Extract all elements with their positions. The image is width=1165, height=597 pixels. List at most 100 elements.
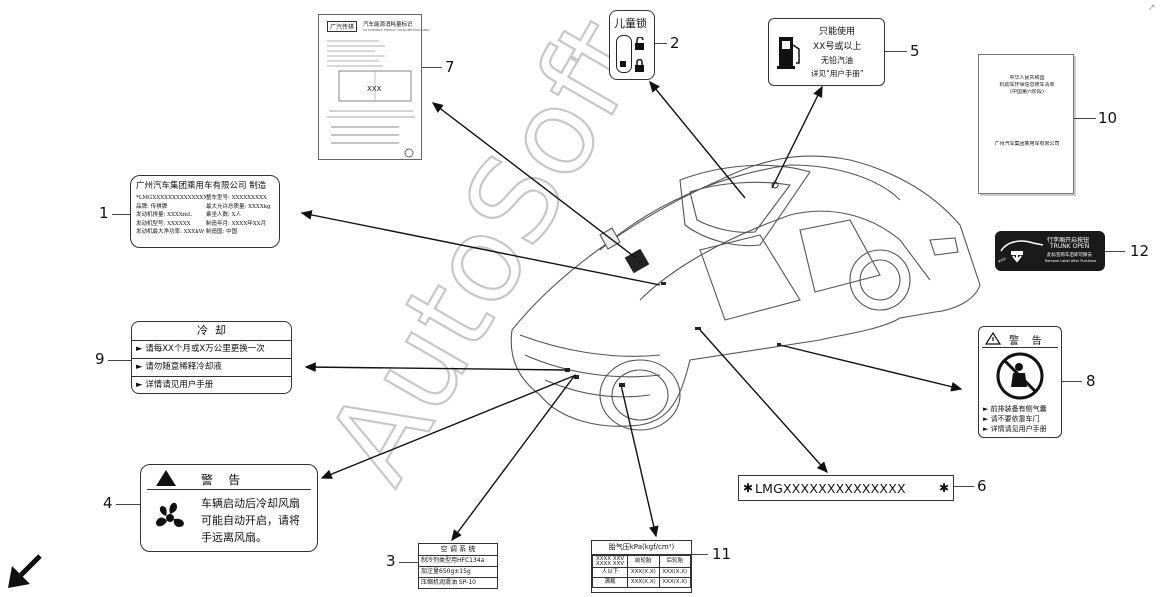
callout-8: 8 xyxy=(1086,372,1096,390)
ac-row-1: 制冷剂类型用HFC134a xyxy=(419,556,497,567)
nameplate-cell-left: 品牌: 传祺牌 xyxy=(136,203,168,210)
no-lean-airbag-icon xyxy=(996,352,1044,400)
callout-3: 3 xyxy=(386,552,396,570)
nameplate-row: 发动机排量: XXXXmL 乘坐人数: X人 xyxy=(136,211,274,220)
energy-label-graphics xyxy=(327,40,415,158)
warning-triangle-icon xyxy=(985,332,1001,345)
tire-title: 胎气压kPa(kgf/cm²) xyxy=(592,541,691,555)
fuel-line-4: 详见“用户手册” xyxy=(811,69,864,78)
lock-icon xyxy=(635,59,644,72)
energy-subtitle: AUTOMOBILE ENERGY CONSUMPTION LABEL xyxy=(363,28,430,32)
nameplate-cell-right: 制造年月: XXXX年XX月 xyxy=(205,220,267,227)
nameplate-row: *LMGXXXXXXXXXXXXXX*整车型号: XXXXXXXXX xyxy=(136,194,274,203)
tire-cell: 人以下 xyxy=(591,567,629,578)
trunk-line-2: TRUNK OPEN xyxy=(1050,243,1090,250)
tire-cell: 满载 xyxy=(591,577,629,588)
airbag-warning-title: 警 告 xyxy=(1009,336,1042,347)
energy-title: 汽车能源消耗量标识 xyxy=(363,22,413,28)
ac-row-3: 压缩机润滑油 SP-10 xyxy=(421,579,477,586)
callout-6: 6 xyxy=(977,477,987,495)
tire-cell: 前轮胎 xyxy=(627,555,660,568)
vin-text: LMGXXXXXXXXXXXXXX xyxy=(755,481,906,496)
label-coolant: 冷 却 ► 请每XX个月或X万公里更换一次 ► 请勿随意稀释冷却液 ► 详情请见… xyxy=(131,321,292,394)
trunk-line-4: Remove Label After Purchase xyxy=(1045,259,1097,263)
nameplate-row: 发动机型号: XXXXXX 制造年月: XXXX年XX月 xyxy=(136,220,274,229)
env-footer: 广州汽车集团乘用车有限公司 xyxy=(994,141,1060,147)
energy-brand: 广汽传祺 xyxy=(327,21,358,32)
svg-text:↗: ↗ xyxy=(1148,3,1156,13)
callout-4: 4 xyxy=(103,494,113,512)
nameplate-cell-right: 最大允许总质量: XXXXkg xyxy=(205,203,271,210)
callout-10: 10 xyxy=(1098,109,1118,127)
nameplate-cell-right: 整车型号: XXXXXXXXX xyxy=(205,195,267,201)
env-line-1: 中华人民共和国 xyxy=(1009,75,1045,81)
tire-cell: XXX(X.X) xyxy=(627,567,660,578)
energy-value: XXX xyxy=(367,85,382,93)
airbag-line-2: ► 请不要依靠车门 xyxy=(983,415,1040,423)
label-energy-consumption: 广汽传祺 汽车能源消耗量标识 AUTOMOBILE ENERGY CONSUMP… xyxy=(318,14,430,160)
callout-11: 11 xyxy=(712,545,732,563)
label-side-airbag-warning: 警 告 ► 前排装备有侧气囊 ► 请不要依靠车门 ► 详情请见用户手册 xyxy=(978,326,1062,438)
unlock-icon xyxy=(635,37,644,50)
fan-warning-line-3: 手远离风扇。 xyxy=(201,531,267,544)
tire-cell: 后轮胎 xyxy=(658,555,692,568)
fan-warning-line-1: 车辆启动后冷却风扇 xyxy=(201,497,300,510)
arrow-down-left-icon xyxy=(8,554,42,588)
callout-9: 9 xyxy=(95,350,105,368)
tire-cell: XXXX XXV XXXX XXV xyxy=(591,555,629,568)
label-child-lock: 儿童锁 xyxy=(609,10,655,80)
label-vin: ✱ LMGXXXXXXXXXXXXXX ✱ xyxy=(738,475,954,501)
label-ac-system: 空 调 系 统 制冷剂类型用HFC134a 加注量650g±15g 压缩机润滑油… xyxy=(418,543,498,589)
env-line-3: (中国第六阶段) xyxy=(1010,89,1044,95)
callout-1: 1 xyxy=(99,204,109,222)
env-line-2: 机动车环保信息随车清单 xyxy=(999,82,1055,88)
trunk-open-icon xyxy=(1000,240,1044,263)
callout-5: 5 xyxy=(910,42,920,60)
vin-star-right: ✱ xyxy=(938,481,949,495)
tire-cell: XXX(X.X) xyxy=(627,577,660,588)
fan-warning-title: 警 告 xyxy=(201,473,241,487)
label-vehicle-nameplate: 广州汽车集团乘用车有限公司 制造 *LMGXXXXXXXXXXXXXX*整车型号… xyxy=(130,175,280,248)
tire-cell: XXX(X.X) xyxy=(658,577,692,588)
nameplate-title: 广州汽车集团乘用车有限公司 制造 xyxy=(136,181,267,191)
trunk-line-3: 此标签购车后即可撕去 xyxy=(1047,253,1092,258)
nameplate-cell-left: 发动机型号: XXXXXX xyxy=(136,220,191,227)
vin-star-left: ✱ xyxy=(743,481,754,495)
fuel-line-1: 只能使用 xyxy=(819,27,856,37)
callout-7: 7 xyxy=(445,58,455,76)
tire-cell: XXX(X.X) xyxy=(658,567,692,578)
label-trunk-open: PULL 行李厢开启按钮 TRUNK OPEN 此标签购车后即可撕去 Remov… xyxy=(995,231,1105,271)
label-environmental-list: 中华人民共和国 机动车环保信息随车清单 (中国第六阶段) 广州汽车集团乘用车有限… xyxy=(978,54,1074,194)
nameplate-cell-left: *LMGXXXXXXXXXXXXXX* xyxy=(136,195,206,201)
coolant-line-2: ► 请勿随意稀释冷却液 xyxy=(132,359,291,377)
nameplate-cell-right: 制造国: 中国 xyxy=(205,229,238,235)
leader-arrows xyxy=(300,80,963,542)
nameplate-cell-left: 发动机排量: XXXXmL xyxy=(136,212,192,218)
airbag-line-3: ► 详情请见用户手册 xyxy=(983,425,1047,433)
fuel-line-3: 无铅汽油 xyxy=(821,56,853,65)
trunk-line-1: 行李厢开启按钮 xyxy=(1047,237,1090,244)
nameplate-cell-right: 乘坐人数: X人 xyxy=(205,212,241,218)
airbag-line-1: ► 前排装备有侧气囊 xyxy=(983,405,1047,413)
label-fuel: 只能使用 XX号或以上 无铅汽油 详见“用户手册” xyxy=(768,18,885,86)
fan-icon xyxy=(156,502,184,527)
child-lock-title: 儿童锁 xyxy=(614,17,647,30)
coolant-line-1: ► 请每XX个月或X万公里更换一次 xyxy=(132,341,291,359)
ac-row-2: 加注量650g±15g xyxy=(419,567,497,578)
callout-12: 12 xyxy=(1130,242,1150,260)
fuel-pump-icon xyxy=(777,37,800,69)
fuel-line-2: XX号或以上 xyxy=(813,42,862,52)
nameplate-cell-left: 发动机最大净功率: XXXkW xyxy=(136,229,205,235)
ac-title: 空 调 系 统 xyxy=(419,544,497,556)
coolant-title: 冷 却 xyxy=(132,322,291,341)
fan-warning-line-2: 可能自动开启，请将 xyxy=(201,514,300,527)
callout-2: 2 xyxy=(670,34,680,52)
warning-triangle-icon xyxy=(156,470,176,486)
